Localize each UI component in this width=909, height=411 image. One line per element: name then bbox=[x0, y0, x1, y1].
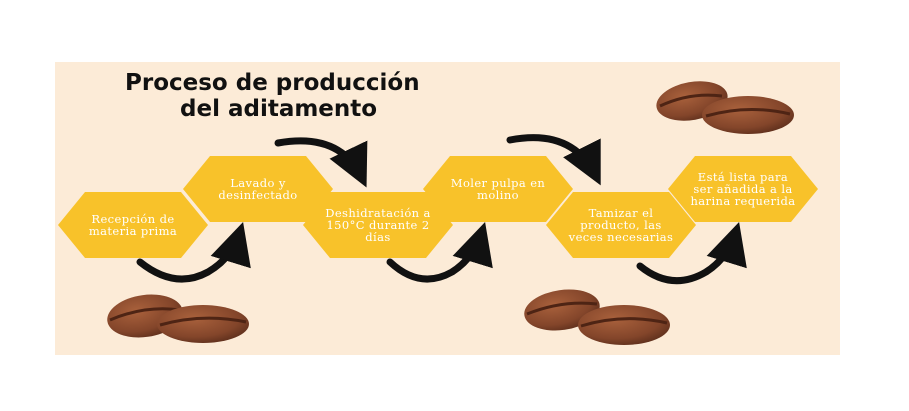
curved-arrow-icon bbox=[136, 221, 251, 283]
diagram-title: Proceso de producción del aditamento bbox=[125, 70, 420, 122]
step-3-hexagon: Deshidratación a 150°C durante 2 días bbox=[303, 192, 453, 258]
step-2-label: Lavado y desinfectado bbox=[218, 176, 298, 202]
step-1-hexagon: Recepción de materia prima bbox=[58, 192, 208, 258]
coffee-bean-icon bbox=[157, 305, 249, 343]
step-5-label: Tamizar el producto, las veces necesaria… bbox=[568, 206, 674, 244]
step-5-hexagon: Tamizar el producto, las veces necesaria… bbox=[546, 192, 696, 258]
step-4-hexagon: Moler pulpa en molino bbox=[423, 156, 573, 222]
step-2-hexagon: Lavado y desinfectado bbox=[183, 156, 333, 222]
coffee-bean-icon bbox=[702, 96, 794, 134]
curved-arrow-icon bbox=[636, 221, 747, 285]
step-6-label: Está lista para ser añadida a la harina … bbox=[690, 170, 796, 208]
step-6-hexagon: Está lista para ser añadida a la harina … bbox=[668, 156, 818, 222]
curved-arrow-icon bbox=[386, 221, 493, 283]
step-1-label: Recepción de materia prima bbox=[88, 212, 178, 238]
title-line-1: Proceso de producción bbox=[125, 70, 420, 96]
step-4-label: Moler pulpa en molino bbox=[450, 176, 546, 202]
curved-arrow-icon bbox=[274, 137, 368, 188]
title-line-2: del aditamento bbox=[180, 96, 378, 122]
curved-arrow-icon bbox=[506, 134, 601, 186]
step-3-label: Deshidratación a 150°C durante 2 días bbox=[325, 206, 431, 244]
coffee-bean-icon bbox=[578, 305, 670, 345]
